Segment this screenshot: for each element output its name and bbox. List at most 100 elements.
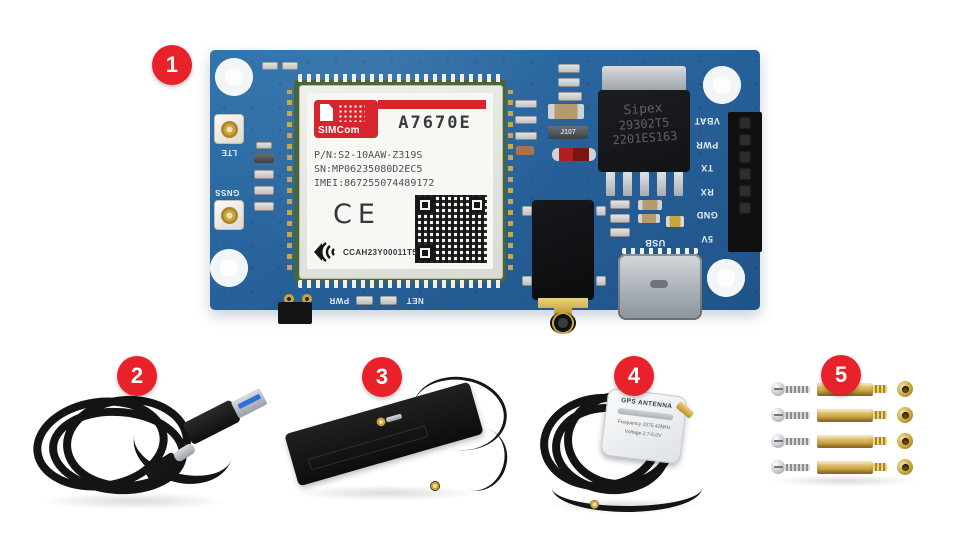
mounting-hole [703,66,741,104]
lte-ufl-connector [214,114,244,144]
mounting-hole [707,259,745,297]
brass-standoff [817,435,873,448]
mounting-hole [210,249,248,287]
gps-label-bar [617,407,674,421]
ce-mark: CE [333,199,381,230]
standoff-row [765,459,925,477]
standoff-kit [765,375,925,490]
net-silkscreen: NET [406,296,424,305]
lte-hat-board: SIMCom A7670E P/N:S2-10AAW-Z319S SN:MP06… [210,50,762,334]
module-castellated-pads-top [298,74,502,82]
diode-component [552,148,596,161]
lte-silkscreen: LTE [221,148,238,157]
smd-component [254,202,274,211]
pin-socket [739,134,751,146]
nut-icon [897,433,913,449]
net-led [380,296,397,305]
standoff-row [765,433,925,451]
j107-silkscreen: J107 [560,129,576,136]
qr-finder [469,197,485,213]
smd-component [558,64,580,73]
chip-leg [623,172,632,196]
qr-finder [417,245,433,261]
item-shadow [40,492,230,510]
ufl-ring-icon [220,206,238,224]
item-shadow [770,475,920,487]
screw-icon [771,434,785,448]
screw-shaft [784,438,810,445]
sipex-regulator-chip: Sipex 29302T5 2201ES163 [598,90,690,172]
pin-socket [739,185,751,197]
ufl-plug-icon [590,500,599,509]
screw-shaft [784,464,810,471]
usbc-connector [618,254,702,320]
module-side-pads-right [508,90,513,270]
solder-pad [596,276,606,286]
screw-shaft [784,412,810,419]
gnss-silkscreen: GNSS [214,188,240,197]
chip-leg [657,172,666,196]
smd-component [666,216,684,227]
edge-component [278,302,312,324]
smd-component [254,170,274,179]
wireless-cert-icon [314,242,335,262]
module-model-text: A7670E [398,113,472,133]
nut-icon [897,381,913,397]
screw-shaft [784,386,810,393]
sim-card-icon [320,104,333,121]
smd-component [254,154,274,163]
feed-cable-clamp [385,413,403,423]
dot-matrix-icon [338,104,365,122]
through-hole [284,294,294,304]
smd-component [515,100,537,108]
smd-component [638,200,662,210]
solder-pad [522,276,532,286]
gps-antenna: GPS ANTENNA Frequency 1575.42MHz Voltage… [535,380,703,525]
solder-pad [596,206,606,216]
standoff-stud [873,385,887,393]
audio-jack [532,200,594,300]
smd-component [610,214,630,223]
module-imei-text: IMEI:867255074489172 [314,178,435,189]
through-hole [302,294,312,304]
screw-icon [771,382,785,396]
pin-label-5v: 5V [701,234,714,244]
smd-component [282,62,298,70]
smd-component [254,186,274,195]
ufl-ring-icon [220,120,238,138]
uart-pin-header [728,112,762,252]
capacitor-component [548,104,584,119]
item-badge-2: 2 [117,356,157,396]
item-badge-4: 4 [614,356,654,396]
screw-icon [771,460,785,474]
smd-component [610,200,630,209]
module-pn-text: P/N:S2-10AAW-Z319S [314,150,423,161]
usbc-solder-pins [622,248,698,254]
j107-component: J107 [548,126,588,139]
mounting-hole [215,58,253,96]
pin-label-tx: TX [700,163,714,173]
standoff-stud [873,437,887,445]
smd-component [262,62,278,70]
pin-socket [739,117,751,129]
standoff-stud [873,463,887,471]
module-label: SIMCom A7670E P/N:S2-10AAW-Z319S SN:MP06… [307,93,493,269]
item-shadow [290,485,480,501]
chip-leg [640,172,649,196]
pin-label-rx: RX [700,187,714,197]
smd-component [516,146,534,155]
simcom-logo-box: SIMCom [314,100,378,138]
qr-code [415,195,487,263]
smd-component [256,142,272,149]
item-badge-5: 5 [821,355,861,395]
pin-label-gnd: GND [696,210,718,220]
pin-label-pwr: PWR [695,140,719,150]
pin-socket [739,202,751,214]
pin-socket [739,168,751,180]
smd-component [610,228,630,237]
smd-component [558,78,580,87]
gps-antenna-puck: GPS ANTENNA Frequency 1575.42MHz Voltage… [600,387,688,465]
solder-pad [522,206,532,216]
antenna-trace [307,425,429,471]
